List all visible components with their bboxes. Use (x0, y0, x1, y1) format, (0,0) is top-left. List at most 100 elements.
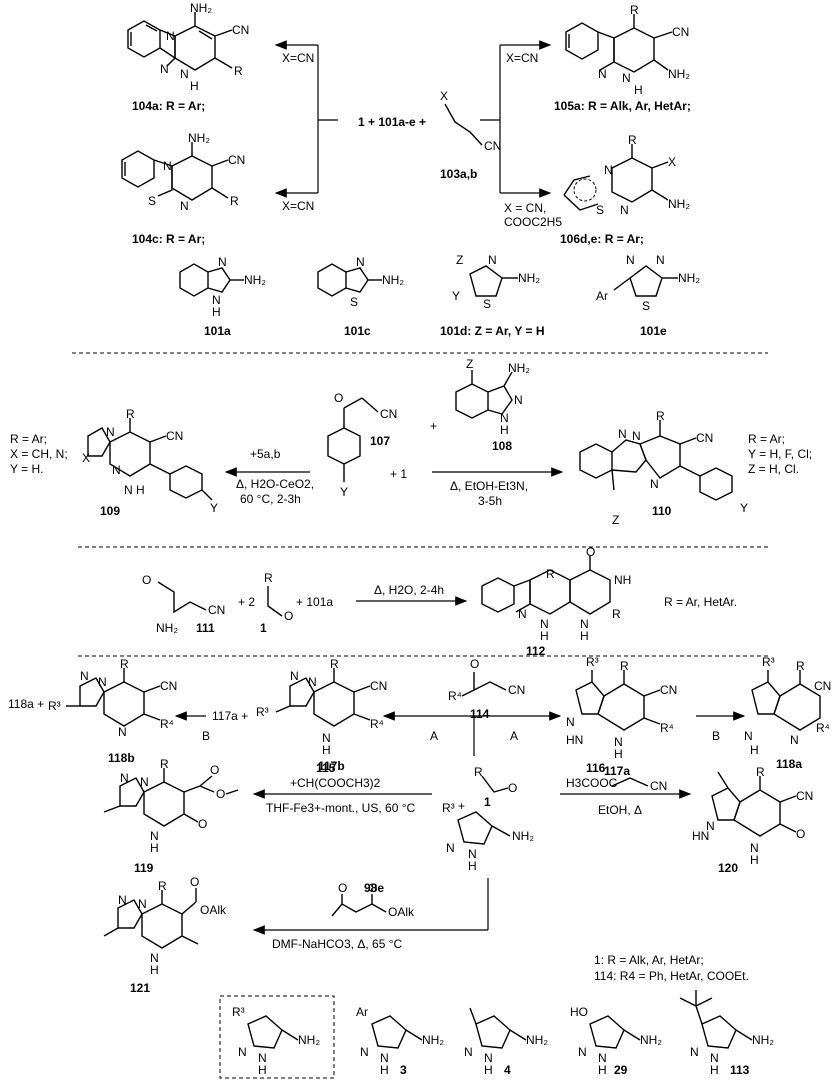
svg-text:N: N (750, 841, 759, 855)
svg-text:Z: Z (466, 357, 473, 371)
label-101c: 101c (344, 324, 371, 338)
label-120: 120 (718, 861, 738, 875)
structure-103 (444, 103, 483, 146)
svg-text:O: O (368, 881, 377, 895)
generic-pyrazole-box (219, 995, 335, 1079)
structure-109 (87, 418, 213, 501)
structure-generic-pyrazole (247, 1015, 299, 1049)
structure-101c (317, 263, 382, 297)
svg-text:OAlk: OAlk (388, 905, 415, 919)
svg-text:H: H (150, 963, 159, 977)
structure-pyrazole-113 (679, 990, 753, 1049)
svg-text:N: N (124, 483, 133, 497)
svg-text:R: R (630, 3, 639, 17)
svg-text:R: R (474, 765, 483, 779)
cond-115: THF-Fe3+-mont., US, 60 °C (266, 801, 416, 815)
svg-text:H: H (484, 1063, 493, 1077)
svg-text:N: N (604, 163, 613, 177)
svg-text:X: X (440, 89, 448, 103)
svg-text:Ar: Ar (356, 1005, 368, 1019)
cond-bottom-right-1: X = CN, (504, 201, 546, 215)
svg-text:Ar: Ar (596, 289, 608, 303)
svg-text:O: O (198, 817, 207, 831)
svg-text:N: N (138, 897, 147, 911)
svg-text:N: N (464, 1045, 473, 1059)
svg-text:O: O (586, 545, 595, 559)
svg-text:N: N (150, 951, 159, 965)
reagent-116-formula: H3COOC (566, 776, 618, 790)
cond-bottom-left: X=CN (282, 199, 314, 213)
structure-117a (575, 670, 661, 731)
svg-text:R: R (628, 133, 637, 147)
svg-text:N: N (614, 735, 623, 749)
cond-top-left: X=CN (282, 51, 314, 65)
svg-text:NH₂: NH₂ (526, 1033, 548, 1047)
subst-sec3: R = Ar, HetAr. (664, 595, 737, 609)
svg-text:NH₂: NH₂ (422, 1033, 444, 1047)
svg-text:NH₂: NH₂ (668, 67, 690, 81)
svg-text:S: S (596, 203, 604, 217)
svg-text:N: N (598, 67, 607, 81)
svg-text:H: H (150, 841, 159, 855)
structure-105a (565, 14, 673, 73)
svg-text:CN: CN (814, 679, 831, 693)
cond-bottom-right-2: COOC2H5 (504, 215, 562, 229)
svg-text:NH₂: NH₂ (188, 131, 210, 145)
svg-text:NH: NH (614, 573, 631, 587)
subst-right-3: Z = H, Cl. (748, 462, 799, 476)
svg-text:R⁴: R⁴ (160, 717, 174, 731)
cond-top-right: X=CN (506, 51, 538, 65)
label-108: 108 (492, 439, 512, 453)
svg-text:CN: CN (796, 789, 813, 803)
structure-101d (469, 265, 518, 297)
svg-text:N: N (580, 617, 589, 631)
svg-text:N: N (140, 775, 149, 789)
svg-text:N: N (540, 617, 549, 631)
reagent-115-formula: +CH(COOCH3)2 (290, 776, 381, 790)
svg-text:N: N (706, 819, 715, 833)
svg-text:Y: Y (340, 485, 348, 499)
svg-text:NH₂: NH₂ (752, 1033, 774, 1047)
svg-text:NH₂: NH₂ (156, 621, 178, 635)
svg-text:NH₂: NH₂ (298, 1033, 320, 1047)
svg-text:H: H (580, 629, 589, 643)
svg-text:NH₂: NH₂ (508, 361, 530, 375)
svg-text:R: R (546, 567, 555, 581)
structure-aminopyrazole (457, 811, 511, 845)
cond-B-left: B (202, 729, 210, 743)
svg-text:Z: Z (612, 513, 619, 527)
svg-text:S: S (350, 295, 358, 309)
svg-text:O: O (334, 391, 343, 405)
label-118a: 118a (776, 757, 802, 771)
svg-text:N: N (618, 427, 627, 441)
svg-text:H: H (598, 1063, 607, 1077)
svg-text:R: R (612, 607, 621, 621)
subst-right-2: Y = H, F, Cl; (748, 447, 812, 461)
svg-text:CN: CN (672, 25, 689, 39)
svg-text:N: N (656, 253, 665, 267)
svg-text:N: N (160, 62, 169, 76)
svg-text:R: R (234, 64, 243, 78)
label-110: 110 (652, 504, 672, 518)
svg-text:+ 2: + 2 (238, 595, 255, 609)
label-pyrazole-29: 29 (614, 1063, 628, 1077)
svg-text:O: O (284, 609, 293, 623)
svg-text:O: O (190, 875, 199, 889)
plus-one: + 1 (390, 467, 407, 481)
label-117a: 117a (604, 764, 630, 778)
svg-text:NH₂: NH₂ (640, 1033, 662, 1047)
svg-text:O: O (338, 881, 347, 895)
svg-text:N: N (380, 1051, 389, 1065)
svg-text:H: H (258, 1063, 267, 1077)
svg-text:R: R (264, 571, 273, 585)
label-109: 109 (100, 504, 120, 518)
structure-101a (179, 263, 244, 297)
label-pyrazole-4: 4 (504, 1063, 511, 1077)
svg-text:R: R (620, 659, 629, 673)
structure-121 (103, 888, 199, 949)
svg-text:N: N (518, 607, 527, 621)
structure-108 (455, 370, 513, 419)
label-101d: 101d: Z = Ar, Y = H (440, 324, 545, 338)
label-119: 119 (134, 861, 154, 875)
svg-text:R: R (230, 194, 239, 208)
